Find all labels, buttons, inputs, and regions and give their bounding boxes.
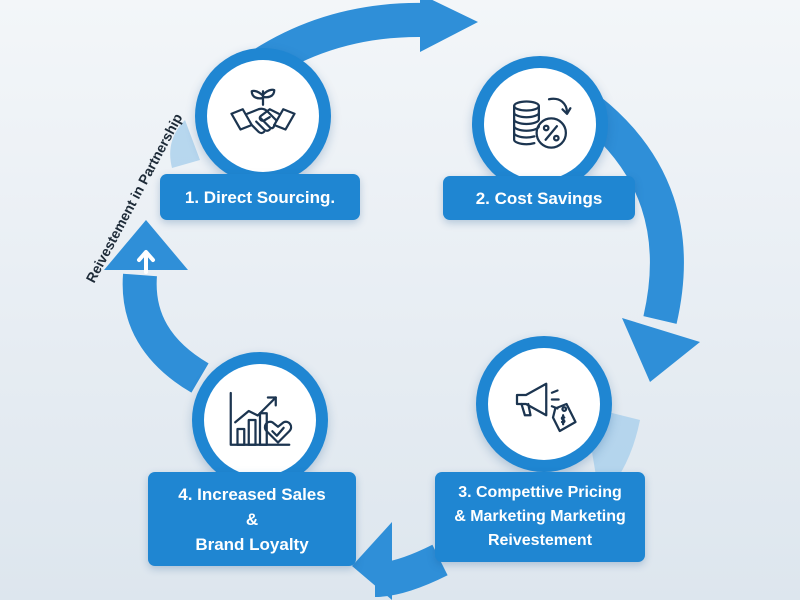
arrow-right-head xyxy=(622,318,700,382)
handshake-plant-icon xyxy=(230,88,296,135)
megaphone-price-tag-icon xyxy=(515,382,577,433)
arrow-left-marker xyxy=(137,250,155,274)
growth-chart-heart-icon xyxy=(229,391,293,446)
step-1-label: 1. Direct Sourcing. xyxy=(160,174,360,220)
arrow-left-head xyxy=(104,220,188,270)
step-3-circle xyxy=(476,336,612,472)
step-4-circle xyxy=(192,352,328,488)
step-2-label: 2. Cost Savings xyxy=(443,176,635,220)
step-1-circle xyxy=(195,48,331,184)
coins-percent-icon xyxy=(513,97,572,149)
arrow-bottom-head xyxy=(352,522,392,600)
step-2-circle xyxy=(472,56,608,192)
step-4-label: 4. Increased Sales & Brand Loyalty xyxy=(148,472,356,566)
arrow-shadow-left xyxy=(170,120,200,168)
arrow-top-head xyxy=(420,0,478,52)
arrow-right xyxy=(579,96,684,324)
arrow-left xyxy=(122,273,209,393)
step-3-label: 3. Compettive Pricing & Marketing Market… xyxy=(435,472,645,562)
